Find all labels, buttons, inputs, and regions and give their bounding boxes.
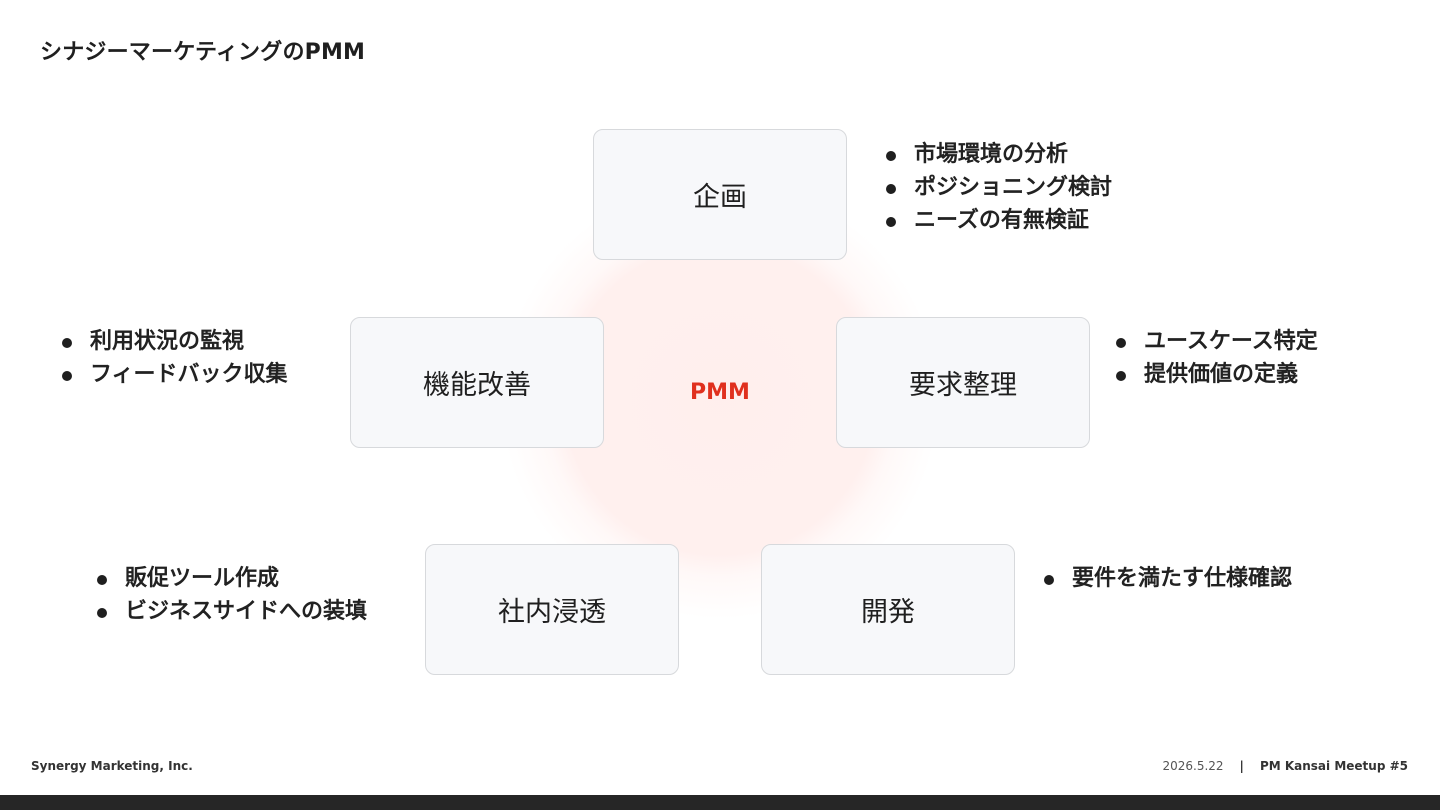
node-enablement: 社内浸透 (425, 544, 679, 675)
development-bullet-list: 要件を満たす仕様確認 (1044, 562, 1292, 595)
node-development: 開発 (761, 544, 1015, 675)
footer-separator: | (1239, 759, 1244, 773)
list-item: 提供価値の定義 (1116, 358, 1318, 391)
enablement-bullet-list: 販促ツール作成 ビジネスサイドへの装填 (97, 562, 367, 628)
footer-date: 2026.5.22 (1162, 759, 1224, 773)
list-item: 販促ツール作成 (97, 562, 367, 595)
list-item: ニーズの有無検証 (886, 204, 1112, 237)
node-requirements: 要求整理 (836, 317, 1090, 448)
node-planning: 企画 (593, 129, 847, 260)
list-item: 利用状況の監視 (62, 325, 288, 358)
footer-meta: 2026.5.22 | PM Kansai Meetup #5 (1162, 759, 1408, 773)
requirements-bullet-list: ユースケース特定 提供価値の定義 (1116, 325, 1318, 391)
list-item: 要件を満たす仕様確認 (1044, 562, 1292, 595)
planning-bullet-list: 市場環境の分析 ポジショニング検討 ニーズの有無検証 (886, 138, 1112, 237)
list-item: ビジネスサイドへの装填 (97, 595, 367, 628)
footer-event: PM Kansai Meetup #5 (1259, 759, 1408, 773)
center-label-pmm: PMM (690, 380, 750, 405)
node-improvement: 機能改善 (350, 317, 604, 448)
improvement-bullet-list: 利用状況の監視 フィードバック収集 (62, 325, 288, 391)
list-item: フィードバック収集 (62, 358, 288, 391)
list-item: ユースケース特定 (1116, 325, 1318, 358)
page-title: シナジーマーケティングのPMM (40, 40, 366, 65)
list-item: ポジショニング検討 (886, 171, 1112, 204)
bottom-bar (0, 795, 1440, 810)
list-item: 市場環境の分析 (886, 138, 1112, 171)
footer-company: Synergy Marketing, Inc. (31, 759, 193, 773)
